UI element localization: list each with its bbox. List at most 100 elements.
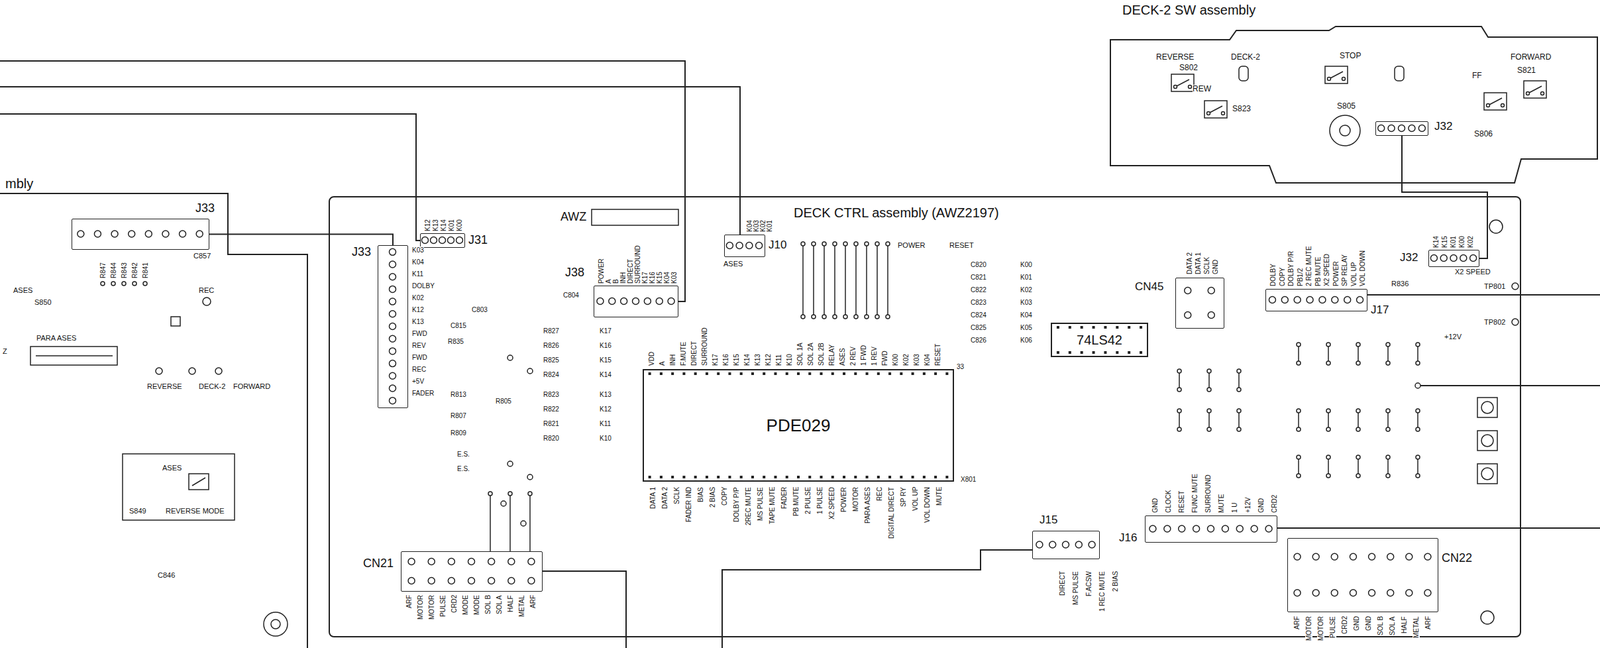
switch-symbol — [1204, 100, 1227, 118]
switch-body — [30, 346, 118, 366]
part-outline — [1287, 538, 1440, 613]
connector: CN22 — [1287, 537, 1439, 613]
pin-label: S849 — [129, 506, 147, 515]
part-outline — [0, 193, 308, 648]
pin-label: FWD — [412, 353, 428, 362]
connector-pin — [389, 248, 397, 256]
pin-label: SOL A — [495, 594, 503, 615]
pin-label: R842 — [131, 262, 139, 279]
connector-name: J16 — [1119, 532, 1137, 545]
connector-pin — [1378, 125, 1385, 132]
connector-pin — [430, 237, 438, 244]
pin-label: +12V — [1444, 332, 1462, 341]
solder-pad — [1415, 427, 1420, 432]
board-outline — [0, 193, 308, 648]
connector-pin — [528, 558, 535, 566]
ic-pin — [671, 475, 674, 479]
solder-pad — [822, 241, 827, 246]
pin-label: CRD2 — [450, 594, 458, 613]
connector-pin — [111, 230, 118, 238]
pin-label: R823 — [543, 390, 560, 399]
part-outline — [594, 286, 680, 319]
pin-label: MOTOR — [852, 486, 860, 512]
pin-label: COPY — [720, 486, 729, 506]
pin-label: VOL DOWN — [1358, 250, 1367, 287]
connector-pin — [456, 237, 464, 244]
part-outline — [378, 245, 409, 409]
pin-label: R822 — [543, 405, 560, 413]
solder-pad — [843, 314, 848, 319]
pin-label: K02 — [902, 353, 910, 366]
connector-pin — [1424, 589, 1432, 597]
jumper-wire — [855, 243, 857, 317]
pin-label: R847 — [99, 262, 107, 279]
connector: J33 — [71, 218, 210, 250]
pin-label: K02 — [412, 294, 425, 302]
pin-label: COPY — [1278, 267, 1286, 287]
pin-label: DATA 1 — [1194, 252, 1202, 275]
trimmer-pot — [1481, 434, 1494, 447]
connector-pin — [145, 230, 152, 238]
ic-pin — [853, 475, 857, 479]
connector-pin — [1036, 541, 1043, 548]
pin-label: POWER — [597, 258, 605, 284]
pin-label: GND — [1352, 616, 1361, 631]
harness-wire — [1417, 384, 1600, 387]
ic-chip: 74LS42 — [1050, 322, 1149, 358]
ic-pin — [820, 475, 823, 479]
pin-label: K13 — [431, 219, 440, 232]
solder-pad — [1236, 369, 1241, 374]
trimmer-pot — [1477, 430, 1498, 451]
pin-label: 2 BIAS — [1111, 571, 1120, 592]
connector-pin — [447, 237, 455, 244]
tape-hole — [1339, 125, 1351, 136]
ic-pin — [808, 372, 811, 375]
board-title: DECK CTRL assembly (AWZ2197) — [793, 205, 1000, 220]
connector-pin — [746, 242, 753, 250]
pin-label: 1 REV — [870, 346, 878, 366]
connector-pin — [488, 558, 495, 566]
connector-pin — [1312, 589, 1320, 597]
pin-label: SOL 1A — [796, 342, 804, 366]
solder-pad — [811, 314, 816, 319]
solder-pad — [1386, 408, 1390, 413]
connector: CN45 — [1175, 277, 1225, 329]
pin-label: DATA 2 — [1185, 252, 1194, 275]
part-outline — [1145, 516, 1279, 544]
ic-pin — [820, 372, 823, 375]
connector-pin — [1408, 125, 1416, 132]
pin-label: GND — [1151, 498, 1159, 513]
ic-pin — [648, 372, 652, 375]
side-board: mblyJ33 — [0, 193, 308, 648]
pin-label: C804 — [563, 291, 580, 299]
solder-pad — [1296, 342, 1301, 347]
switch-contact — [1486, 104, 1491, 108]
pin-label: DOLBY P/P — [732, 486, 741, 523]
solder-pad — [507, 461, 513, 467]
pin-label: VOL UP — [1350, 262, 1358, 287]
solder-pad — [1296, 473, 1301, 478]
pin-label: REVERSE — [1156, 53, 1194, 62]
test-point — [1511, 318, 1519, 326]
connector-pin — [1293, 589, 1301, 597]
pin-label: 2 BIAS — [708, 486, 717, 508]
solder-pad — [832, 314, 837, 319]
connector: J16 — [1144, 515, 1278, 543]
connector-pin — [427, 577, 435, 585]
pin-label: R827 — [543, 327, 560, 335]
pin-label: MOTOR — [1305, 616, 1313, 641]
pin-label: MODE — [461, 594, 470, 615]
solder-pad — [500, 500, 507, 507]
solder-pad — [1415, 342, 1420, 347]
pin-label: K15 — [732, 353, 741, 366]
pin-label: ASES — [162, 463, 182, 472]
board-outline — [1110, 26, 1598, 183]
pin-label: VDD — [647, 351, 656, 366]
pin-label: K02 — [1466, 235, 1475, 248]
solder-pad — [1415, 382, 1421, 389]
resistor-symbol — [1357, 457, 1359, 476]
connector-pin — [1331, 296, 1339, 304]
ic-pin — [671, 372, 674, 375]
pin-label: K12 — [412, 306, 425, 314]
pin-label: R824 — [543, 371, 560, 379]
